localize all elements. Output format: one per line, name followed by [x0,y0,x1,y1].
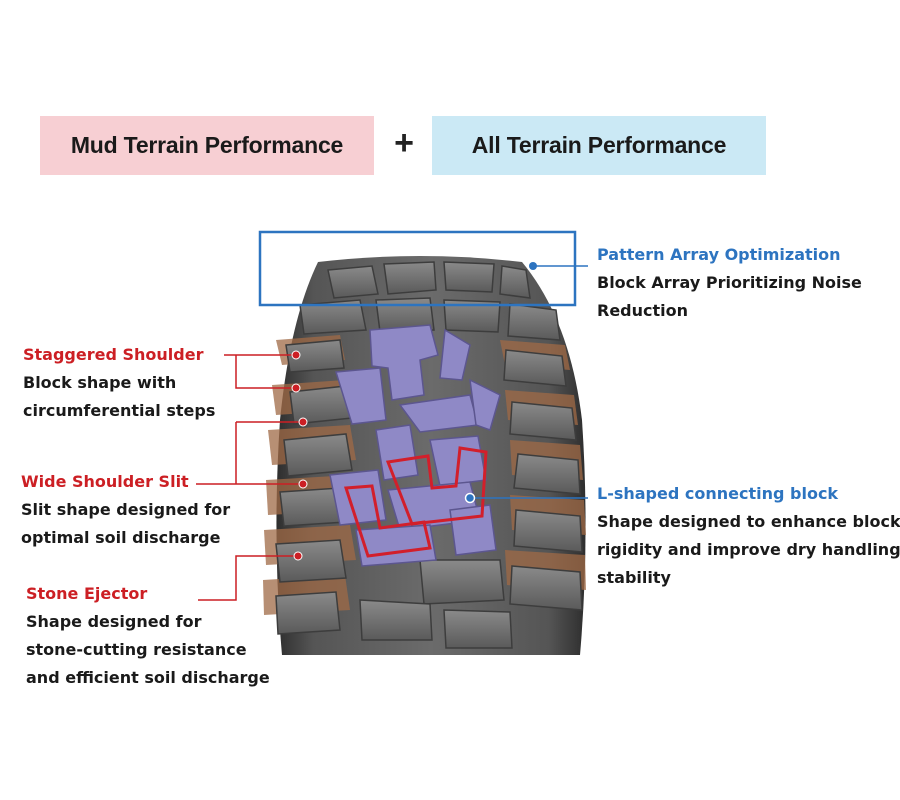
staggered-shoulder-line-2: circumferential steps [23,401,216,420]
mud-terrain-label: Mud Terrain Performance [70,132,344,158]
stone-ejector-dot [293,551,303,561]
staggered-dot-2 [291,383,301,393]
l-shaped-block-label: L-shaped connecting block Shape designed… [597,480,900,592]
l-shaped-block-title: L-shaped connecting block [597,484,839,503]
wide-shoulder-dot-1 [298,417,308,427]
all-terrain-badge: All Terrain Performance [432,116,766,175]
stone-ejector-label: Stone Ejector Shape designed for stone-c… [26,580,270,692]
mud-terrain-badge: Mud Terrain Performance [40,116,374,175]
wide-shoulder-dot-2 [298,479,308,489]
tread-blocks [275,261,583,649]
stone-ejector-line-1: Shape designed for [26,612,202,631]
wide-shoulder-slit-line-1: Slit shape designed for [21,500,231,519]
l-shaped-block-outline [343,446,488,558]
wide-shoulder-slit-title: Wide Shoulder Slit [21,472,189,491]
l-shaped-block-line-2: rigidity and improve dry handling [597,540,900,559]
all-terrain-label: All Terrain Performance [471,132,727,158]
staggered-leader [224,354,296,389]
stone-ejector-leader [198,555,298,601]
pattern-array-label: Pattern Array Optimization Block Array P… [597,241,862,325]
stone-ejector-title: Stone Ejector [26,584,148,603]
stone-ejector-line-2: stone-cutting resistance [26,640,247,659]
wide-shoulder-leader [196,421,303,485]
l-shaped-block-line-1: Shape designed to enhance block [597,512,900,531]
staggered-shoulder-title: Staggered Shoulder [23,345,204,364]
wide-shoulder-slit-label: Wide Shoulder Slit Slit shape designed f… [21,468,230,552]
staggered-dot-1 [291,350,301,360]
l-shaped-block-line-3: stability [597,568,671,587]
l-shaped-dot [464,492,476,504]
stone-ejector-line-3: and efficient soil discharge [26,668,270,687]
pattern-array-line-1: Block Array Prioritizing Noise [597,273,862,292]
pattern-array-title: Pattern Array Optimization [597,245,841,264]
staggered-shoulder-label: Staggered Shoulder Block shape with circ… [23,341,215,425]
wide-shoulder-slit-line-2: optimal soil discharge [21,528,221,547]
pattern-array-line-2: Reduction [597,301,689,320]
pattern-array-dot [529,262,537,270]
plus-sign: + [394,124,414,162]
center-blocks [329,324,501,567]
pattern-array-box [258,230,577,307]
staggered-shoulder-line-1: Block shape with [23,373,177,392]
